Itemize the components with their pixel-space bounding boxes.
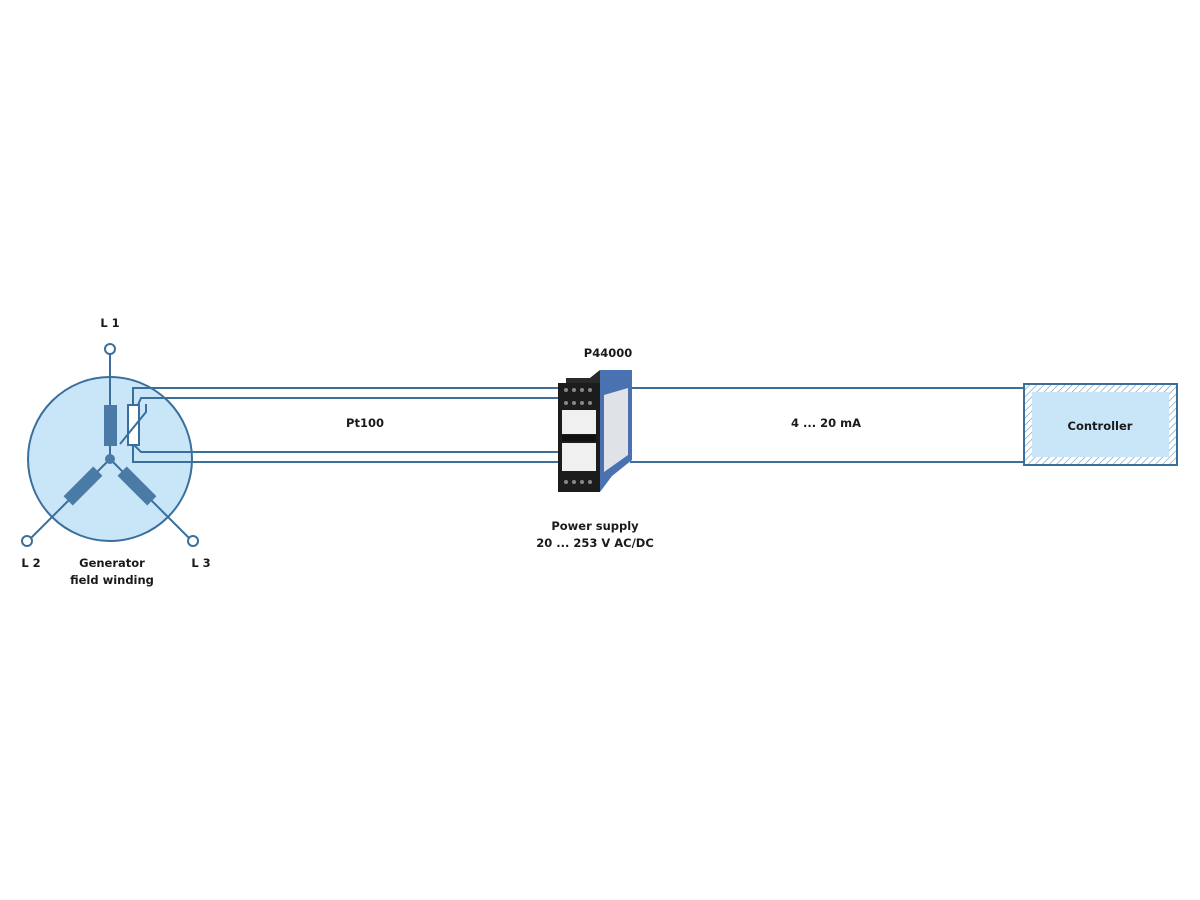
winding-l1 bbox=[104, 405, 117, 446]
power-supply-line2: 20 ... 253 V AC/DC bbox=[536, 536, 654, 550]
controller-box bbox=[1023, 383, 1178, 466]
generator-label-line2: field winding bbox=[70, 573, 154, 587]
winding-l2 bbox=[63, 466, 103, 506]
output-signal-label: 4 ... 20 mA bbox=[790, 416, 861, 430]
p44000-module bbox=[558, 370, 632, 492]
generator-label: Generator field winding bbox=[50, 555, 174, 589]
device-label: P44000 bbox=[583, 346, 633, 360]
generator-label-line1: Generator bbox=[79, 556, 145, 570]
label-l1: L 1 bbox=[100, 316, 120, 330]
output-wires bbox=[630, 387, 1023, 463]
pt100-sensor-icon bbox=[127, 404, 140, 446]
winding-l3 bbox=[117, 466, 157, 506]
terminal-l3 bbox=[187, 535, 199, 547]
terminal-l2 bbox=[21, 535, 33, 547]
controller-label: Controller bbox=[1067, 419, 1133, 433]
pt100-wires bbox=[132, 387, 558, 463]
power-supply-label: Power supply 20 ... 253 V AC/DC bbox=[520, 518, 670, 552]
label-l3: L 3 bbox=[191, 556, 211, 570]
power-supply-line1: Power supply bbox=[551, 519, 639, 533]
star-point bbox=[105, 454, 115, 464]
terminal-l1 bbox=[104, 343, 116, 355]
generator-symbol bbox=[21, 343, 199, 547]
label-l2: L 2 bbox=[21, 556, 41, 570]
pt100-label: Pt100 bbox=[346, 416, 384, 430]
